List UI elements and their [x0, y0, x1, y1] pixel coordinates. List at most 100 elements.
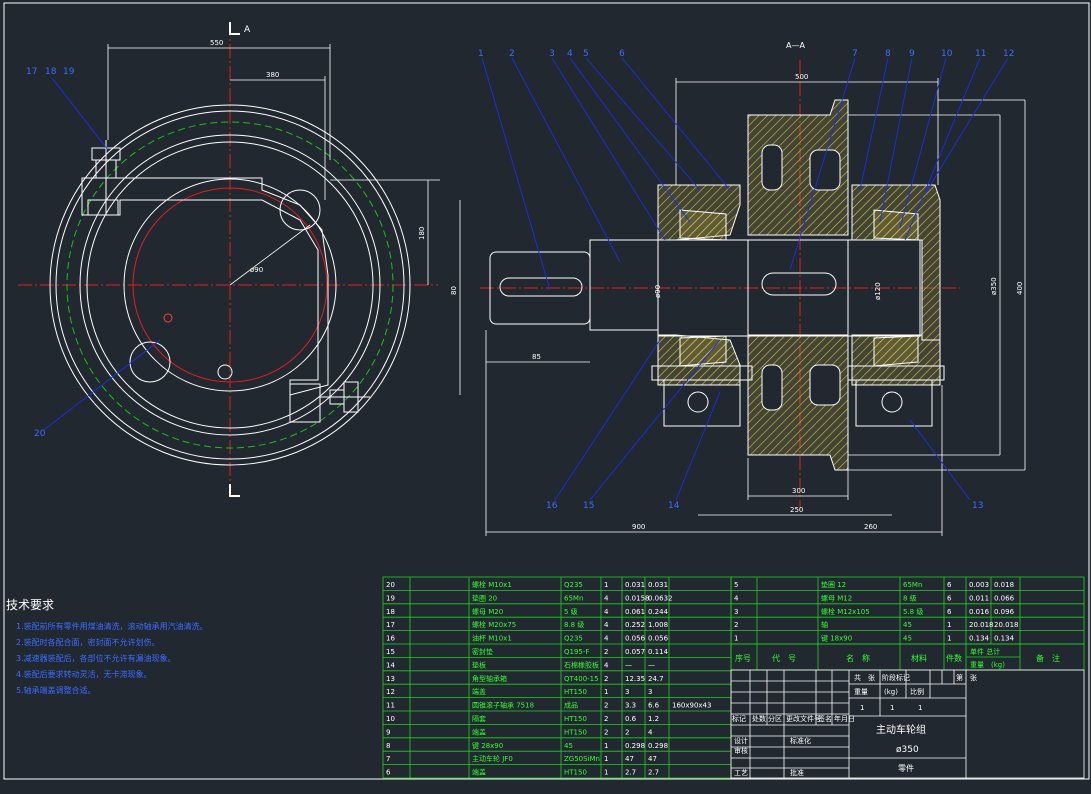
bom-left-cell: 4	[604, 621, 609, 629]
bom-left-cell: 端盖	[472, 687, 486, 696]
callout-11: 11	[975, 49, 986, 59]
dim-900: 900	[632, 523, 645, 531]
bom-right-cell: 0.011	[969, 594, 989, 602]
bom-left-cell: 0.056	[648, 635, 669, 643]
role-review: 审核	[734, 746, 748, 755]
dim-phi90: ø90	[250, 266, 263, 274]
scale-label: 比例	[910, 687, 924, 696]
bom-left-cell: 6.6	[648, 702, 660, 710]
hub-circle-outer	[123, 178, 337, 392]
bom-left-cell: 2	[625, 728, 629, 736]
bom-left-cell: 1	[604, 755, 608, 763]
bom-header-qty: 件数	[946, 653, 962, 663]
bom-left-cell: 0.252	[625, 621, 645, 629]
bom-header-note: 备 注	[1036, 653, 1060, 663]
bom-left-cell: 2.7	[648, 769, 659, 777]
bom-left-cell: 20	[386, 581, 395, 589]
bom-left-cell: —	[625, 661, 632, 669]
callout-15: 15	[583, 501, 594, 511]
bom-right-cell: 0.134	[994, 635, 1015, 643]
bom-left-cell: HT150	[564, 728, 587, 736]
bom-left-cell: 角型轴承箱	[472, 674, 507, 683]
bom-right-cell: 5	[734, 581, 738, 589]
bom-left-cell: 0.031	[648, 581, 668, 589]
bom-header-no: 序号	[735, 653, 751, 663]
bom-left-cell: 1	[604, 742, 608, 750]
dim-80: 80	[450, 286, 458, 295]
role-design: 设计	[734, 736, 748, 745]
bom-right-cell: 4	[734, 594, 739, 602]
bom-left-cell: QT400-15	[564, 675, 599, 683]
bom-left-cell: 13	[386, 675, 395, 683]
bom-right-cell: 6	[947, 608, 952, 616]
bom-left-cell: 2	[604, 728, 608, 736]
bom-left-cell: 主动车轮 JF0	[472, 754, 513, 763]
shaft-step-1	[589, 239, 659, 331]
bom-left-cell: 1.008	[648, 621, 668, 629]
bom-left-cell: 1.2	[648, 715, 659, 723]
right-bearing-bottom	[873, 335, 919, 367]
bom-left-cell: 0.244	[648, 608, 669, 616]
dim-550: 550	[210, 39, 223, 47]
sheet-mark-1: 1	[860, 704, 864, 712]
left-dimensions	[107, 44, 461, 395]
title-block	[730, 669, 1085, 779]
callout-2: 2	[509, 49, 515, 59]
weight-label: 重量	[854, 688, 868, 696]
section-mark-bottom	[229, 484, 240, 497]
bom-left-cell: 垫板	[472, 660, 486, 669]
bom-left-cell: Q235	[564, 635, 583, 643]
tech-req-line-5: 5.轴承端盖调整合适。	[16, 686, 96, 695]
bom-left-cell: 16	[386, 635, 395, 643]
bom-right-cell: 1	[947, 621, 951, 629]
bom-left-cell: 2	[604, 702, 608, 710]
bom-left-cell: 密封垫	[472, 647, 493, 656]
bom-left-cell: 端盖	[472, 727, 486, 736]
shaft-main	[657, 239, 921, 337]
drawing-title: 主动车轮组	[876, 723, 926, 736]
bom-left-cell: 19	[386, 594, 395, 602]
bom-left-cell: 11	[386, 702, 395, 710]
bom-left-cell: 成品	[564, 701, 578, 710]
bom-left-cell: 0.114	[648, 648, 669, 656]
left-bearing-top	[679, 209, 727, 241]
bom-left-cell: Q195-F	[564, 648, 589, 656]
callout-14: 14	[668, 501, 680, 511]
section-mark-a: A	[244, 25, 251, 35]
bracket-outline	[81, 177, 329, 396]
callout-6: 6	[619, 49, 625, 59]
rev-header-zone: 分区	[768, 714, 782, 723]
bom-left-cell: 螺栓 M20x75	[472, 620, 516, 629]
section-mark-top	[229, 22, 240, 35]
bom-left-cell: 2	[604, 648, 608, 656]
bom-header-weight-top: 单件 总计	[970, 647, 1000, 656]
bom-right-cell: 1	[947, 635, 951, 643]
bom-right-cell: 20.018	[969, 621, 994, 629]
bom-right-cell: 螺栓 M12x105	[821, 607, 870, 616]
rev-header-sign: 签名	[818, 714, 832, 723]
bom-left-cell: 0.0632	[648, 594, 673, 602]
bom-right-cell: 1	[734, 635, 738, 643]
bom-left-cell: 0.061	[625, 608, 645, 616]
bom-right-cell: 3	[734, 608, 738, 616]
dim-380: 380	[266, 71, 279, 79]
bom-left-cell: 8	[386, 742, 390, 750]
dim-500: 500	[795, 73, 808, 81]
callout-9: 9	[909, 49, 915, 59]
bom-left-cell: 螺栓 M10x1	[472, 580, 512, 589]
bom-left-cell: 47	[648, 755, 657, 763]
drawing-footer: 零件	[898, 763, 914, 773]
rev-header-count: 处数	[752, 714, 766, 723]
bom-left-cell: 9	[386, 728, 390, 736]
bom-left-cell: 垫圈 20	[472, 593, 497, 602]
bom-left-cell: 45	[564, 742, 573, 750]
bom-header-code: 代 号	[772, 653, 796, 663]
dim-phi90-shaft: ø90	[654, 285, 662, 298]
bom-left-cell: 3	[625, 688, 629, 696]
callout-8: 8	[885, 49, 891, 59]
rev-header-mark: 标记	[732, 714, 746, 723]
callout-16: 16	[546, 501, 558, 511]
dim-85: 85	[532, 353, 541, 361]
callout-3: 3	[549, 49, 555, 59]
